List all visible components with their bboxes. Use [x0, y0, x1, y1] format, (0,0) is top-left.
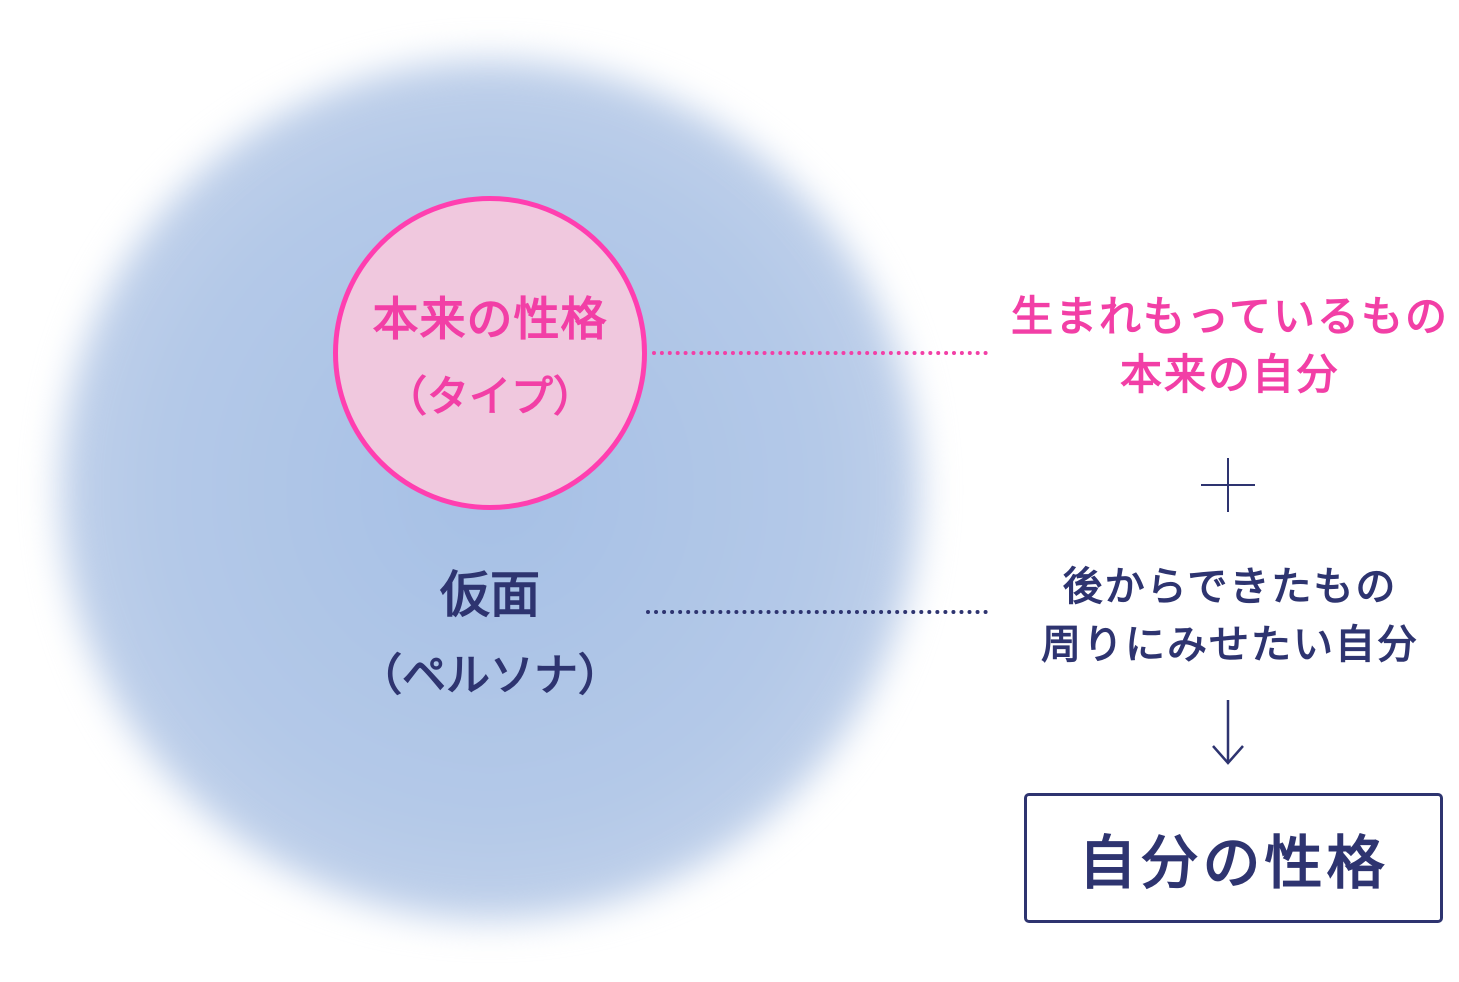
persona-label: 仮面 [440, 565, 540, 624]
result-box: 自分の性格 [1024, 793, 1443, 923]
core-label: 本来の性格 [372, 291, 608, 346]
acquired-line1: 後からできたもの [1062, 563, 1398, 610]
arrow-down-icon [1212, 700, 1244, 765]
innate-line1: 生まれもっているもの [1011, 292, 1449, 341]
core-sublabel: （タイプ） [384, 371, 595, 421]
persona-connector-dotted-line [646, 610, 988, 614]
core-connector-dotted-line [652, 351, 988, 355]
innate-line2: 本来の自分 [1119, 350, 1340, 399]
innate-description: 生まれもっているもの 本来の自分 [990, 288, 1459, 404]
acquired-description: 後からできたもの 周りにみせたい自分 [990, 558, 1459, 674]
persona-sublabel: （ペルソナ） [358, 650, 622, 701]
persona-label-group: 仮面 （ペルソナ） [340, 555, 640, 703]
core-personality-circle: 本来の性格 （タイプ） [333, 196, 647, 510]
acquired-line2: 周りにみせたい自分 [1041, 621, 1419, 668]
plus-icon [1201, 458, 1255, 512]
